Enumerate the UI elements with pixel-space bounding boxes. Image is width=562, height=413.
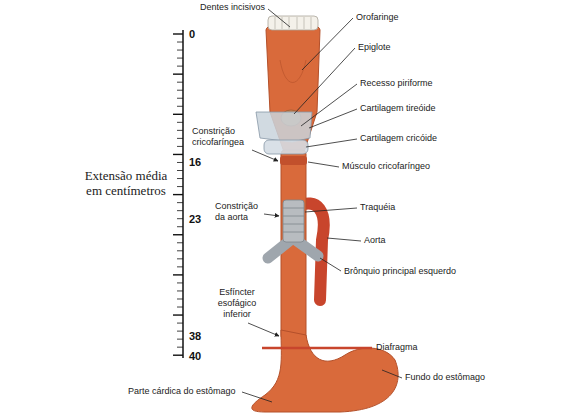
ruler-tick	[177, 106, 183, 107]
scale-number: 0	[189, 28, 195, 40]
ruler-tick	[173, 314, 183, 315]
part-label: Constrição cricofaríngea	[192, 126, 254, 148]
ruler-tick	[177, 82, 183, 83]
teeth	[268, 16, 318, 30]
part-label: Fundo do estômago	[405, 372, 485, 383]
ruler-tick	[177, 242, 183, 243]
part-label: Esfíncter esofágico inferior	[212, 287, 262, 320]
ruler-tick	[177, 331, 183, 332]
ruler-tick	[177, 266, 183, 267]
part-label: Recesso piriforme	[360, 78, 433, 89]
ruler-tick	[177, 146, 183, 147]
part-label: Traquéia	[360, 202, 395, 213]
ruler-tick	[177, 210, 183, 211]
part-label: Constrição da aorta	[215, 201, 267, 223]
part-label: Dentes incisivos	[200, 2, 265, 13]
ruler-tick	[177, 170, 183, 171]
scale-number: 23	[189, 213, 201, 225]
scale-ruler	[173, 30, 183, 358]
cricopharyngeus	[280, 156, 307, 165]
ruler-tick	[177, 202, 183, 203]
scale-number: 40	[189, 350, 201, 362]
ruler-tick	[177, 130, 183, 131]
part-label: Parte cárdica do estômago	[128, 386, 236, 397]
ruler-tick	[177, 282, 183, 283]
diaphragm	[262, 347, 372, 350]
part-label: Aorta	[364, 235, 386, 246]
ruler-tick	[177, 50, 183, 51]
ruler-tick	[177, 218, 183, 219]
part-label: Cartilagem tireóide	[360, 103, 436, 114]
ruler-tick	[177, 162, 183, 163]
ruler-tick	[173, 234, 183, 235]
ruler-tick	[177, 258, 183, 259]
ruler-tick	[173, 33, 183, 34]
ruler-tick	[177, 186, 183, 187]
part-label: Diafragma	[376, 342, 418, 353]
thyroid-cartilage	[256, 112, 312, 142]
ruler-tick	[177, 250, 183, 251]
scale-number: 16	[189, 156, 201, 168]
ruler-tick	[173, 114, 183, 115]
ruler-tick	[173, 355, 183, 356]
ruler-tick	[173, 73, 183, 74]
ruler-tick	[177, 66, 183, 67]
ruler-tick	[177, 323, 183, 324]
part-label: Epiglote	[358, 42, 391, 53]
ruler-tick	[177, 226, 183, 227]
ruler-tick	[173, 274, 183, 275]
part-label: Orofaringe	[356, 12, 399, 23]
ruler-tick	[177, 347, 183, 348]
ruler-tick	[177, 290, 183, 291]
trachea	[268, 200, 318, 258]
part-label: Brônquio principal esquerdo	[344, 266, 456, 277]
ruler-tick	[177, 138, 183, 139]
ruler-tick	[177, 90, 183, 91]
ruler-tick	[177, 58, 183, 59]
ruler-tick	[173, 194, 183, 195]
axis-title: Extensão média em centímetros	[76, 168, 176, 198]
part-label: Músculo cricofaríngeo	[342, 161, 430, 172]
ruler-tick	[177, 42, 183, 43]
ruler-tick	[173, 154, 183, 155]
scale-number: 38	[189, 330, 201, 342]
cricoid-cartilage	[264, 140, 308, 154]
ruler-tick	[177, 98, 183, 99]
ruler-tick	[177, 122, 183, 123]
ruler-tick	[177, 339, 183, 340]
ruler-tick	[177, 298, 183, 299]
ruler-tick	[177, 178, 183, 179]
ruler-tick	[177, 307, 183, 308]
part-label: Cartilagem cricóide	[360, 133, 437, 144]
